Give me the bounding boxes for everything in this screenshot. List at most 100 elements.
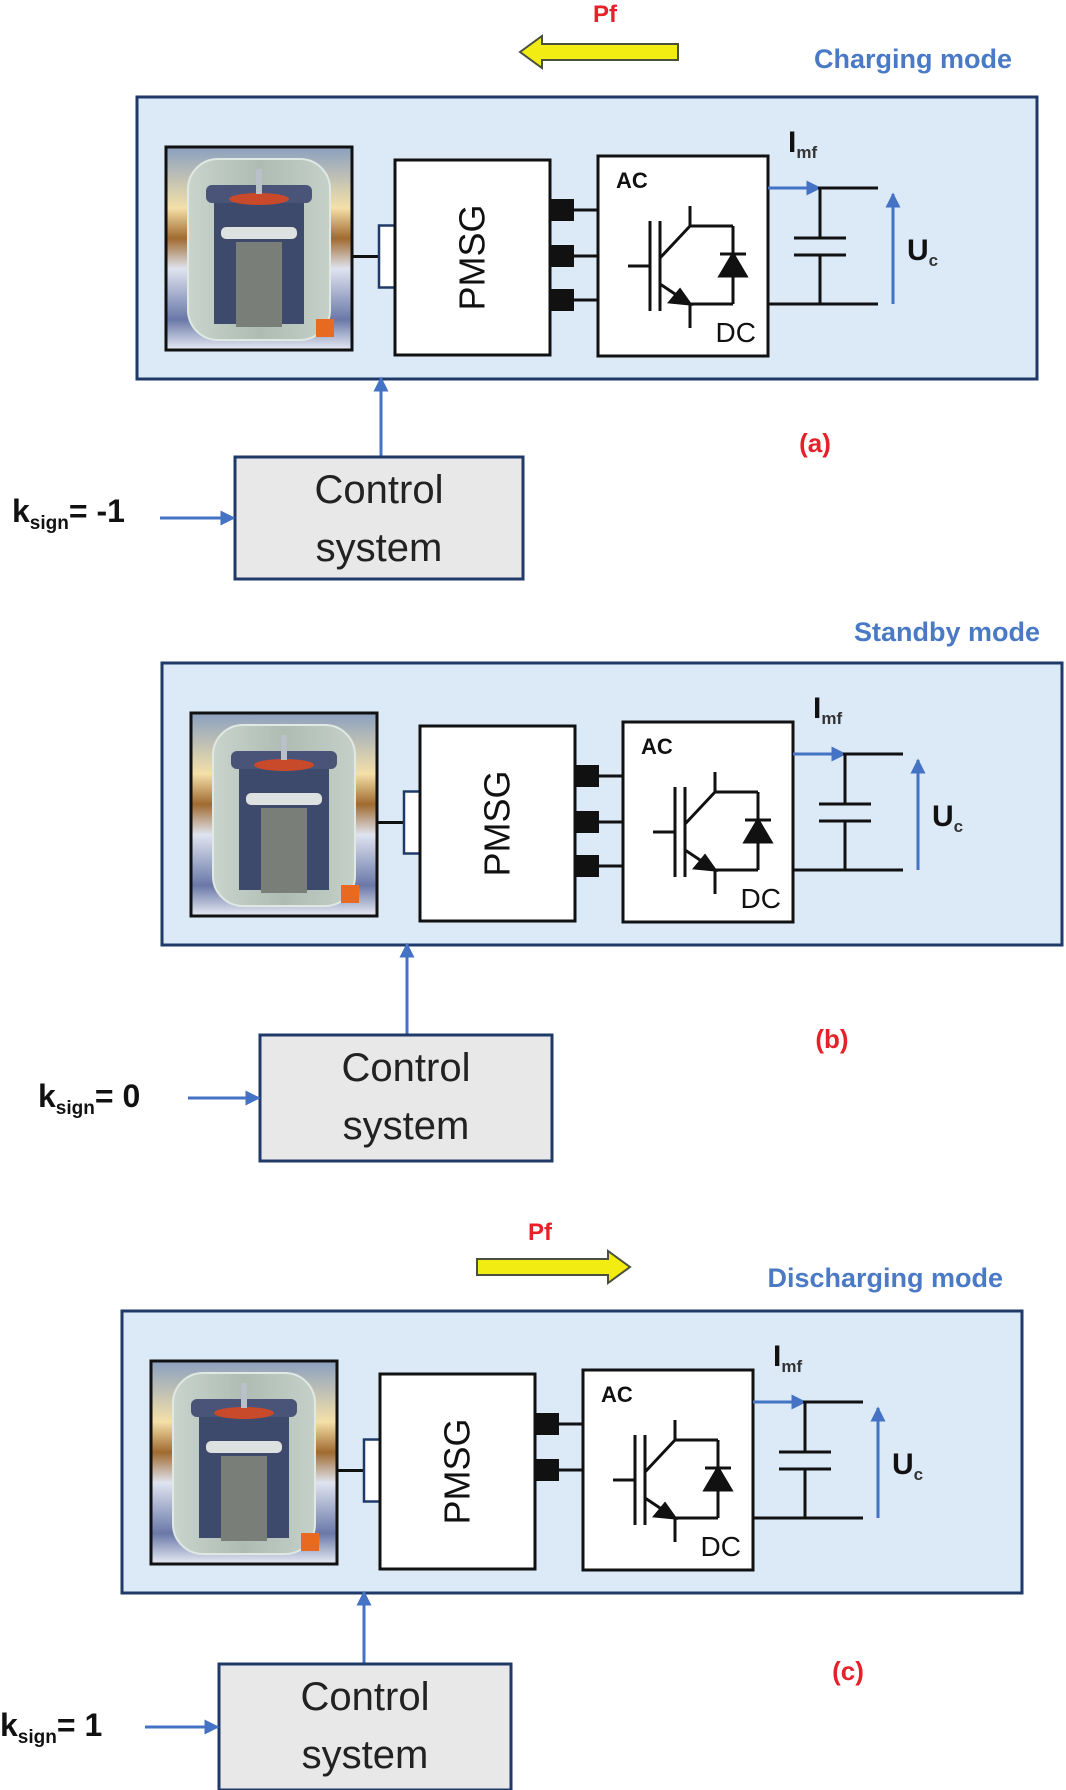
phase-terminal [550, 199, 574, 221]
flywheel-rotor [236, 242, 282, 327]
igbt-diode-icon [653, 772, 774, 894]
converter-ac-label: AC [641, 734, 673, 759]
igbt-collector-diag [683, 790, 717, 826]
voltage-label: Uc [932, 800, 963, 836]
voltage-subscript: c [954, 817, 963, 836]
voltage-symbol: U [907, 234, 929, 267]
flywheel-logo [301, 1533, 319, 1551]
pmsg-block [393, 158, 552, 357]
diode-triangle [717, 251, 749, 278]
shaft-coupling [402, 790, 422, 855]
current-symbol: I [788, 126, 796, 159]
current-label: Imf [813, 692, 842, 728]
pmsg-label: PMSG [437, 1418, 478, 1524]
ksign-symbol: k [12, 493, 30, 529]
ksign-value: = -1 [69, 493, 125, 529]
mode-title: Standby mode [854, 617, 1040, 647]
converter-ac-label: AC [616, 168, 648, 193]
ksign-label: ksign= 1 [0, 1707, 102, 1748]
igbt-collector-diag [658, 224, 692, 260]
control-system-line1: Control [315, 468, 444, 512]
diode-triangle [742, 817, 774, 844]
flywheel-image [149, 1359, 339, 1566]
voltage-subscript: c [929, 251, 938, 270]
flywheel-motor-coil [254, 759, 314, 771]
mode-title: Charging mode [814, 44, 1012, 74]
pmsg-block [418, 724, 577, 923]
flywheel-image [164, 145, 354, 352]
flywheel-logo [316, 319, 334, 337]
pmsg-block [378, 1372, 537, 1571]
voltage-symbol: U [892, 1448, 914, 1481]
ksign-symbol: k [0, 1707, 18, 1743]
flywheel-disk [206, 1441, 282, 1453]
ksign-value: = 0 [95, 1078, 140, 1114]
diode-triangle [702, 1465, 734, 1492]
ksign-subscript: sign [56, 1098, 95, 1119]
converter-dc-label: DC [741, 883, 781, 914]
flywheel-disk [221, 227, 297, 239]
panel-label: (b) [815, 1024, 848, 1054]
control-system-line1: Control [342, 1046, 471, 1090]
ksign-label: ksign= -1 [12, 493, 125, 534]
flywheel-disk [246, 793, 322, 805]
igbt-collector-diag [643, 1438, 677, 1474]
yellow-arrow-icon [476, 1249, 632, 1285]
phase-terminal [535, 1413, 559, 1435]
converter-dc-label: DC [716, 317, 756, 348]
phase-terminal [535, 1459, 559, 1481]
ksign-symbol: k [38, 1078, 56, 1114]
power-flow-label: Pf [593, 1, 618, 28]
phase-terminal [575, 765, 599, 787]
shaft-coupling [362, 1438, 382, 1503]
pmsg-label: PMSG [452, 204, 493, 310]
igbt-emitter-arrow [652, 1501, 679, 1520]
igbt-diode-icon [613, 1420, 734, 1542]
flywheel-logo [341, 885, 359, 903]
panel-label: (c) [832, 1656, 864, 1686]
pmsg-label: PMSG [477, 770, 518, 876]
flywheel-shaft [241, 1383, 247, 1408]
igbt-emitter-arrow [667, 287, 694, 306]
current-subscript: mf [821, 709, 842, 728]
phase-terminal [550, 289, 574, 311]
control-system-line1: Control [301, 1675, 430, 1719]
phase-terminal [575, 811, 599, 833]
current-symbol: I [813, 692, 821, 725]
flywheel-rotor [221, 1456, 267, 1541]
ksign-subscript: sign [18, 1727, 57, 1748]
panel-label: (a) [799, 428, 831, 458]
voltage-subscript: c [914, 1465, 923, 1484]
control-system-block [217, 1662, 513, 1790]
power-flow-arrow: Pf [518, 1, 679, 70]
ksign-value: = 1 [57, 1707, 102, 1743]
flywheel-motor-coil [214, 1407, 274, 1419]
current-label: Imf [788, 126, 817, 162]
current-symbol: I [773, 1340, 781, 1373]
flywheel-shaft [281, 735, 287, 760]
igbt-diode-icon [628, 206, 749, 328]
converter-ac-label: AC [601, 1382, 633, 1407]
mode-title: Discharging mode [767, 1263, 1003, 1293]
panel-a: Charging modePfPMSGACDCImfUcControlsyste… [12, 1, 1039, 581]
current-label: Imf [773, 1340, 802, 1376]
shaft-coupling [377, 224, 397, 289]
voltage-symbol: U [932, 800, 954, 833]
ksign-label: ksign= 0 [38, 1078, 140, 1119]
flywheel-motor-coil [229, 193, 289, 205]
voltage-label: Uc [907, 234, 938, 270]
yellow-arrow-icon [518, 34, 679, 70]
control-system-line2: system [343, 1104, 470, 1148]
phase-terminal [550, 245, 574, 267]
current-subscript: mf [796, 143, 817, 162]
converter-dc-label: DC [701, 1531, 741, 1562]
control-system-line2: system [302, 1733, 429, 1777]
flywheel-shaft [256, 169, 262, 194]
ksign-subscript: sign [30, 513, 69, 534]
igbt-emitter-arrow [692, 853, 719, 872]
phase-terminal [575, 855, 599, 877]
power-flow-label: Pf [528, 1219, 553, 1246]
